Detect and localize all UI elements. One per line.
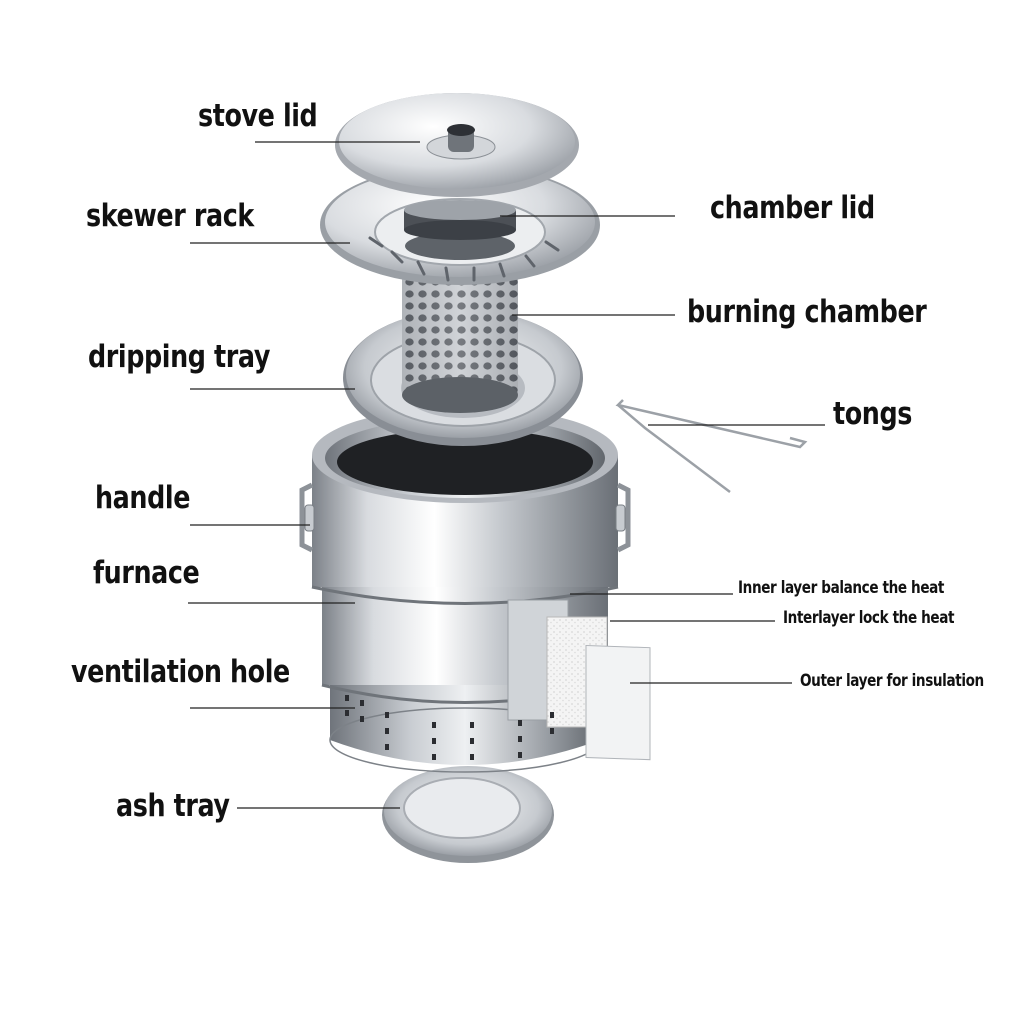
ventilation-holes bbox=[345, 695, 554, 760]
label-skewer-rack: skewer rack bbox=[86, 198, 254, 234]
label-interlayer: Interlayer lock the heat bbox=[783, 608, 955, 628]
label-inner-layer: Inner layer balance the heat bbox=[738, 578, 945, 598]
label-chamber-lid: chamber lid bbox=[710, 190, 875, 226]
label-tongs: tongs bbox=[833, 396, 912, 432]
label-outer-layer: Outer layer for insulation bbox=[800, 671, 984, 691]
furnace-part bbox=[299, 407, 651, 773]
label-furnace: furnace bbox=[93, 555, 200, 591]
tongs-part bbox=[615, 399, 808, 493]
ash-tray-part bbox=[382, 766, 554, 863]
label-stove-lid: stove lid bbox=[198, 98, 318, 134]
label-handle: handle bbox=[95, 480, 191, 516]
chamber-lid-part bbox=[404, 200, 516, 240]
stove-lid-part bbox=[335, 93, 579, 197]
leader-lines bbox=[188, 141, 825, 809]
label-burning-chamber: burning chamber bbox=[687, 294, 927, 330]
label-dripping-tray: dripping tray bbox=[88, 339, 271, 375]
label-ventilation-hole: ventilation hole bbox=[71, 654, 290, 690]
label-ash-tray: ash tray bbox=[116, 788, 230, 824]
